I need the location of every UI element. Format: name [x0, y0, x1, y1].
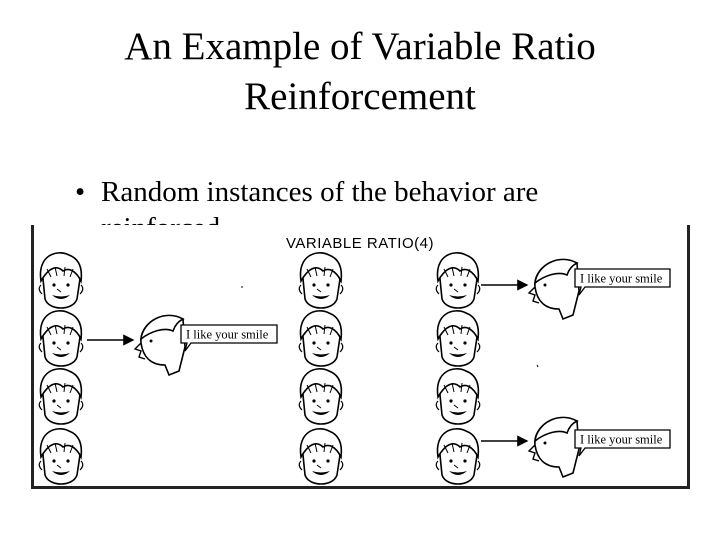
profile-head-icon [528, 258, 580, 320]
smiling-face-icon [38, 252, 84, 309]
figure-border-right [687, 225, 690, 489]
smiling-face-icon [298, 368, 344, 425]
speech-text: I like your smile [580, 272, 663, 286]
variable-ratio-illustration: VARIABLE RATIO(4) [31, 225, 690, 489]
title-line-2: Reinforcement [244, 75, 476, 118]
figure-border-left [31, 225, 34, 489]
smiling-face-icon [298, 310, 344, 367]
smiling-face-icon [298, 428, 344, 485]
slide-title: An Example of Variable Ratio Reinforceme… [0, 22, 720, 122]
smiling-face-icon [298, 252, 344, 309]
bullet-icon: • [75, 176, 86, 208]
figure-border-bottom [31, 486, 690, 489]
smiling-face-icon [435, 310, 481, 367]
smiling-face-icon [38, 368, 84, 425]
speech-bubble: I like your smile [574, 268, 671, 296]
specks [536, 364, 539, 368]
smiling-face-icon [435, 252, 481, 309]
speech-bubble: I like your smile [574, 429, 671, 457]
profile-head-icon [134, 314, 186, 376]
smiling-face-icon [38, 428, 84, 485]
illustration-drawing: I like your smile I like your smile I li… [38, 252, 671, 485]
speech-text: I like your smile [186, 328, 269, 342]
smiling-face-icon [38, 310, 84, 367]
smiling-face-icon [435, 368, 481, 425]
smiling-face-icon [435, 428, 481, 485]
title-line-1: An Example of Variable Ratio [124, 25, 596, 68]
speech-text: I like your smile [580, 433, 663, 447]
speech-bubble: I like your smile [180, 324, 278, 352]
profile-head-icon [528, 416, 580, 478]
figure-label: VARIABLE RATIO(4) [286, 235, 434, 252]
